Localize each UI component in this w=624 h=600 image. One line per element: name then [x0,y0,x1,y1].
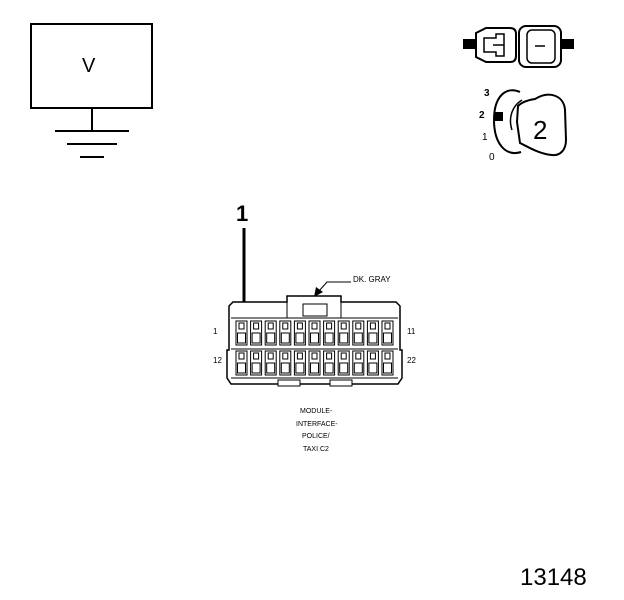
meter-label: V [82,55,96,77]
pin-cavity-bottom-8 [337,350,350,376]
pin-cavity-top-10 [366,320,379,346]
pin-cavity-top-1 [235,320,248,346]
pin-cavity-bottom-9 [352,350,365,376]
connector-disconnect-icon [463,25,574,68]
pin-cavity-bottom-6 [308,350,321,376]
pin-cavity-top-4 [279,320,292,346]
pin-cavity-bottom-5 [293,350,306,376]
switch-position-0: 0 [489,152,495,163]
pin-cavity-bottom-3 [264,350,277,376]
pin-cavity-bottom-1 [235,350,248,376]
pin-cavity-top-2 [250,320,263,346]
pin-cavity-top-6 [308,320,321,346]
pin-cavity-bottom-10 [366,350,379,376]
connector-name-line-4: TAXI C2 [303,446,329,453]
pin-cavity-bottom-4 [279,350,292,376]
pin-cavity-top-7 [323,320,336,346]
connector-name-line-2: INTERFACE- [296,421,338,428]
switch-position-1: 1 [482,132,488,143]
ground-icon [55,130,129,158]
ignition-key-icon [492,89,568,157]
pin-cavity-top-9 [352,320,365,346]
pin-cavity-bottom-11 [381,350,394,376]
pin-cavity-top-8 [337,320,350,346]
pin-cavity-top-3 [264,320,277,346]
pin-cavity-bottom-2 [250,350,263,376]
pin-label-12: 12 [213,356,222,365]
connector-body [226,295,403,387]
pin-label-22: 22 [407,356,416,365]
callout-number: 1 [236,201,249,226]
figure-number: 13148 [520,564,587,591]
pin-label-1: 1 [213,327,218,336]
switch-position-3: 3 [484,88,490,99]
color-label-leader [314,281,351,297]
connector-color-label: DK. GRAY [353,275,391,284]
connector-view-label: 2 [533,115,548,145]
connector-name-line-3: POLICE/ [302,433,330,440]
pin-label-11: 11 [407,327,416,336]
connector-name-line-1: MODULE- [300,408,333,415]
voltmeter-symbol [30,23,153,158]
pin-cavity-top-11 [381,320,394,346]
pin-grid [235,320,394,376]
pin-cavity-top-5 [293,320,306,346]
pin-cavity-bottom-7 [323,350,336,376]
switch-position-2: 2 [479,110,485,121]
